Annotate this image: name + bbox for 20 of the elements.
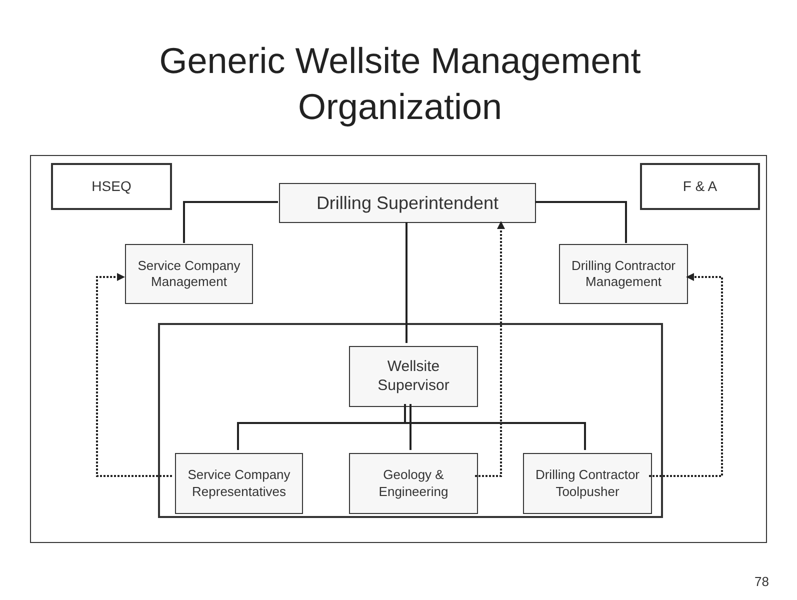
- group-box: [158, 323, 663, 518]
- connector-line: [535, 201, 627, 243]
- org-box: Service Company Representatives: [175, 453, 303, 514]
- org-box: Geology & Engineering: [349, 453, 478, 514]
- arrow: [96, 273, 172, 477]
- org-box: Drilling Superintendent: [279, 183, 536, 223]
- org-box: Drilling Contractor Management: [559, 244, 688, 304]
- org-box: F & A: [640, 163, 760, 210]
- page-number: 78: [754, 573, 769, 591]
- org-box: Service Company Management: [125, 244, 253, 304]
- connector-line: [183, 201, 278, 243]
- org-box: Drilling Contractor Toolpusher: [523, 453, 652, 514]
- arrow: [649, 273, 723, 477]
- connector-line: [406, 222, 408, 343]
- org-box: HSEQ: [51, 163, 172, 210]
- title: Generic Wellsite Management Organization: [158, 39, 642, 129]
- connector-line: [410, 404, 412, 450]
- arrow: [475, 221, 505, 477]
- org-box: Wellsite Supervisor: [349, 346, 478, 407]
- frame-box: [30, 155, 767, 543]
